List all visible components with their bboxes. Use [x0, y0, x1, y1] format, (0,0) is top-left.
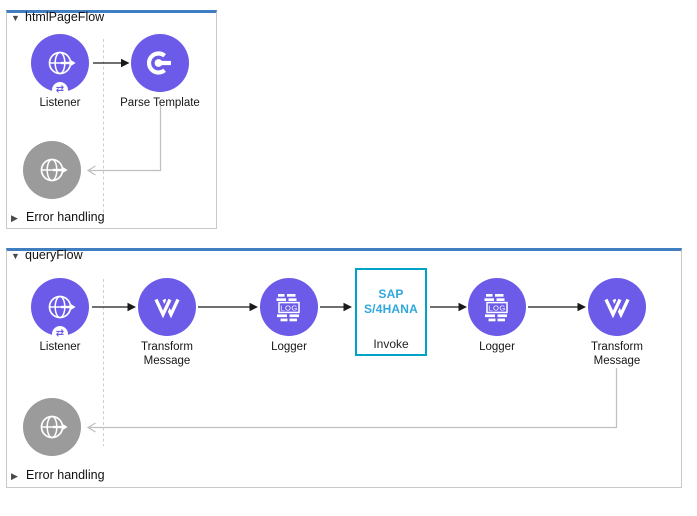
globe-arrow-icon [40, 158, 69, 182]
dataweave-icon [149, 289, 185, 325]
parse-template-node[interactable] [131, 34, 189, 92]
sap-s4hana-connector-title: SAP S/4HANA [363, 287, 419, 316]
logger-node[interactable]: LOG [468, 278, 526, 336]
error-handling-label[interactable]: Error handling [26, 468, 105, 482]
node-label: Listener [39, 97, 81, 109]
globe-arrow-icon [48, 295, 77, 319]
node-label: Listener [39, 341, 81, 353]
node-label: Parse Template [120, 97, 200, 109]
listener-response-node[interactable] [23, 141, 81, 199]
listener-exchange-badge-icon: ⇄ [52, 82, 68, 98]
sap-s4hana-invoke-node[interactable] [355, 268, 427, 356]
collapse-arrow-icon[interactable]: ▼ [11, 251, 20, 261]
logger-icon: LOG [483, 293, 508, 323]
svg-text:LOG: LOG [280, 303, 298, 312]
flow-title-htmlpageflow: htmlPageFlow [25, 10, 105, 24]
node-label: Logger [271, 341, 307, 353]
parse-template-icon [142, 45, 178, 81]
transform-message-node[interactable] [138, 278, 196, 336]
listener-exchange-badge-icon: ⇄ [52, 326, 68, 342]
logger-node[interactable]: LOG [260, 278, 318, 336]
sap-operation-label: Invoke [373, 337, 409, 351]
svg-text:LOG: LOG [488, 303, 506, 312]
node-label: Transform Message [591, 341, 643, 367]
listener-response-node[interactable] [23, 398, 81, 456]
flow-title-queryflow: queryFlow [25, 248, 83, 262]
collapse-arrow-icon[interactable]: ▼ [11, 13, 20, 23]
globe-arrow-icon [48, 51, 77, 75]
globe-arrow-icon [40, 415, 69, 439]
dataweave-icon [599, 289, 635, 325]
node-label: Logger [479, 341, 515, 353]
flow-container-queryflow[interactable] [6, 248, 682, 488]
transform-message-node[interactable] [588, 278, 646, 336]
expand-arrow-icon[interactable]: ▶ [11, 471, 18, 481]
logger-icon: LOG [275, 293, 300, 323]
expand-arrow-icon[interactable]: ▶ [11, 213, 18, 223]
error-handling-label[interactable]: Error handling [26, 210, 105, 224]
node-label: Transform Message [141, 341, 193, 367]
